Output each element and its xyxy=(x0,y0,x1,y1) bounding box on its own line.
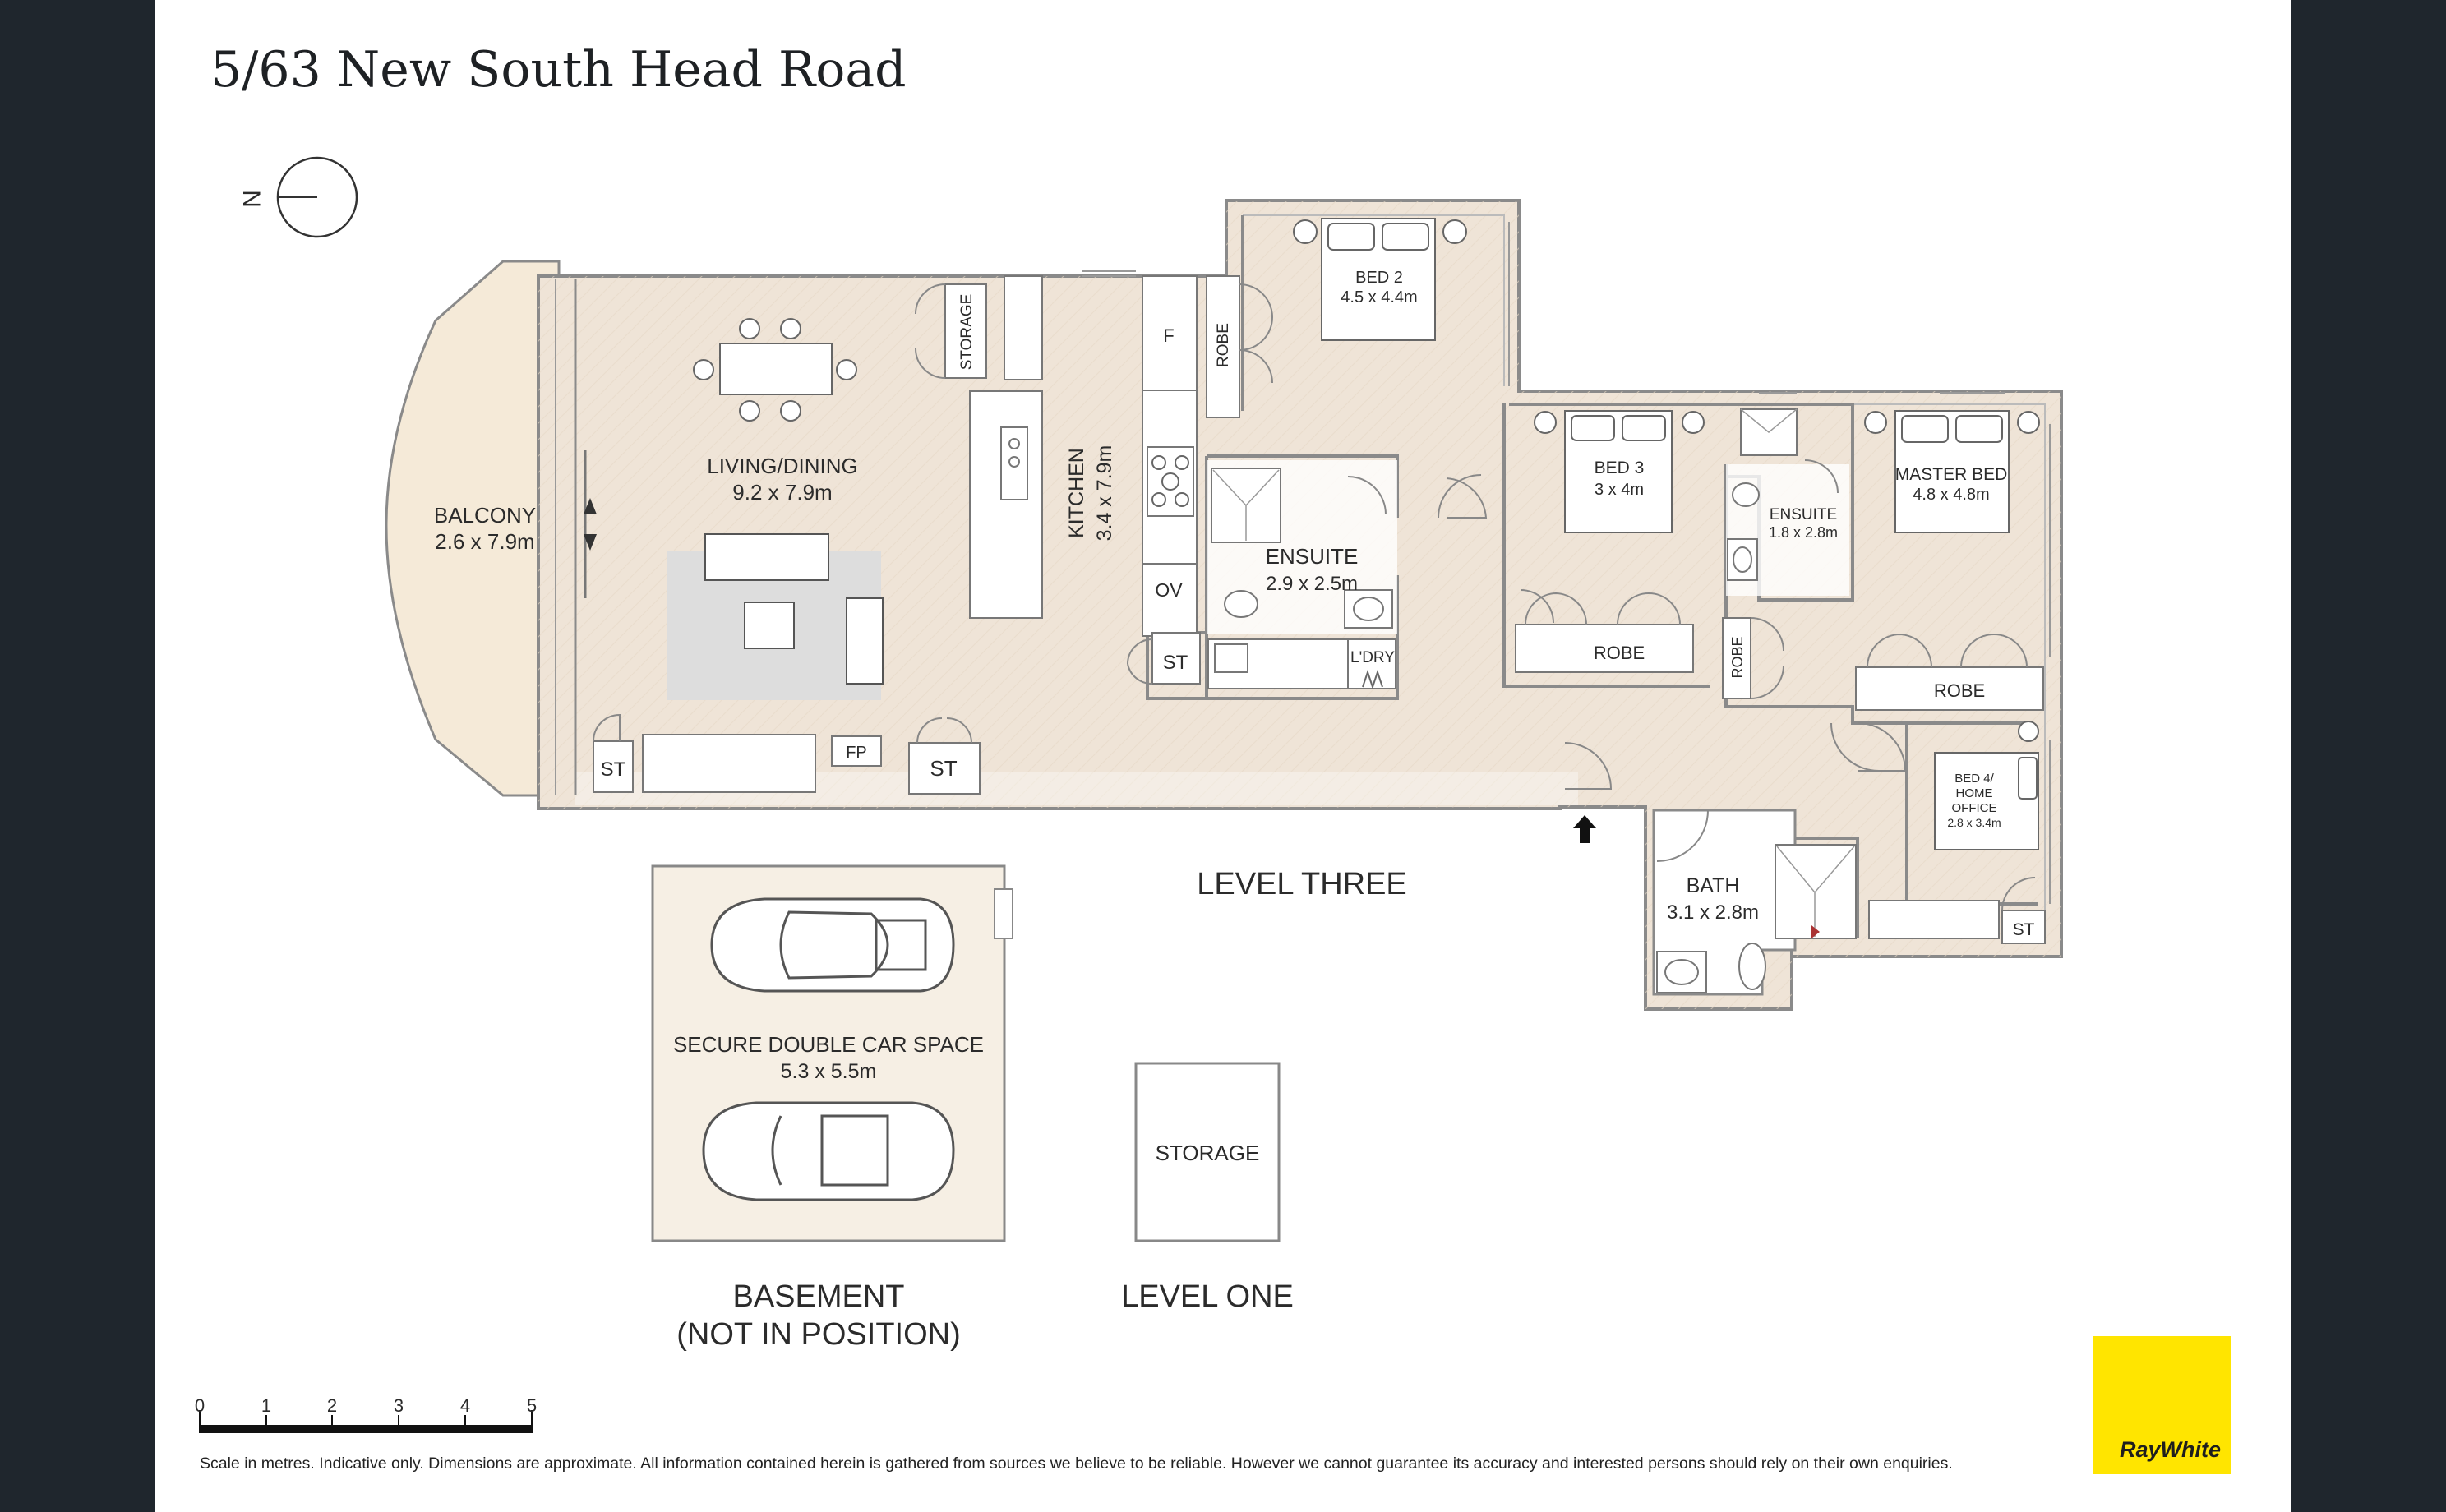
basement-note: (NOT IN POSITION) xyxy=(676,1317,961,1352)
north-compass-icon xyxy=(276,156,358,238)
scale-tick-4: 4 xyxy=(460,1395,470,1416)
bed4-line1: BED 4/ xyxy=(1954,772,1994,786)
bed3-size: 3 x 4m xyxy=(1595,481,1644,499)
sliding-door xyxy=(584,450,597,598)
bed-4-furniture xyxy=(1857,721,2046,944)
balcony-area xyxy=(385,260,561,797)
st-bed4-label: ST xyxy=(2013,920,2035,939)
scale-tick-0: 0 xyxy=(195,1395,205,1416)
bed2-size: 4.5 x 4.4m xyxy=(1341,288,1417,307)
bed-3-furniture xyxy=(1534,410,1705,533)
st-cupboard-kitchen xyxy=(1127,632,1201,685)
laundry xyxy=(1207,638,1396,690)
car-space-label: SECURE DOUBLE CAR SPACE xyxy=(673,1032,984,1057)
bed2-label: BED 2 xyxy=(1355,269,1403,287)
ldry-label: L'DRY xyxy=(1350,649,1395,666)
corridor-doors xyxy=(1438,474,1880,790)
f-label: F xyxy=(1163,325,1174,346)
ensuite2-label: ENSUITE xyxy=(1770,506,1837,523)
robe-corridor-label: ROBE xyxy=(1729,636,1746,678)
robe-master-label: ROBE xyxy=(1934,680,1985,701)
fp-label: FP xyxy=(846,744,867,762)
car-bottom xyxy=(702,1101,955,1201)
scale-tick-5: 5 xyxy=(527,1395,537,1416)
car-top xyxy=(710,897,955,993)
kitchen-size: 3.4 x 7.9m xyxy=(1093,445,1116,542)
st-kitchen-label: ST xyxy=(1163,652,1188,674)
living-label: LIVING/DINING xyxy=(707,454,857,478)
level-one-storage xyxy=(1134,1062,1281,1242)
raywhite-logo: RayWhite xyxy=(2093,1336,2231,1474)
basement-label: BASEMENT xyxy=(732,1279,904,1314)
living-bottom-cupboards xyxy=(593,713,981,795)
st-living-left-label: ST xyxy=(601,758,626,781)
robe-bed2 xyxy=(1206,275,1273,418)
bed4-line2: HOME xyxy=(1956,786,1993,800)
level-one-label: LEVEL ONE xyxy=(1121,1279,1294,1314)
entry-arrow xyxy=(1573,815,1596,843)
ensuite-2 xyxy=(1726,408,1849,596)
scale-tick-1: 1 xyxy=(261,1395,271,1416)
ensuite2-size: 1.8 x 2.8m xyxy=(1769,524,1838,541)
car-space-size: 5.3 x 5.5m xyxy=(781,1060,877,1083)
brand-name: RayWhite xyxy=(2119,1437,2221,1462)
robe-bed3 xyxy=(1515,589,1694,673)
ensuite-1 xyxy=(1207,460,1397,634)
ensuite1-label: ENSUITE xyxy=(1266,544,1359,569)
ensuite1-size: 2.9 x 2.5m xyxy=(1266,573,1358,595)
bed3-label: BED 3 xyxy=(1595,459,1645,477)
robe-corridor xyxy=(1722,617,1784,699)
robe-bed2-label: ROBE xyxy=(1215,323,1232,367)
master-size: 4.8 x 4.8m xyxy=(1913,486,1989,504)
scale-bar xyxy=(199,1410,533,1433)
storage-l1-label: STORAGE xyxy=(1156,1141,1260,1165)
bath-room xyxy=(1652,809,1857,996)
kitchen-bench xyxy=(1142,275,1198,637)
scale-tick-2: 2 xyxy=(327,1395,337,1416)
north-label: N xyxy=(238,190,265,208)
level-three-label: LEVEL THREE xyxy=(1197,867,1407,901)
bed-2-furniture xyxy=(1293,218,1488,519)
robe-master xyxy=(1855,634,2044,711)
dining-table xyxy=(693,318,857,422)
bed4-line3: OFFICE xyxy=(1952,801,1997,815)
living-size: 9.2 x 7.9m xyxy=(732,480,832,505)
st-living-right-label: ST xyxy=(930,756,957,781)
basement-car-space xyxy=(651,864,1013,1242)
page-title: 5/63 New South Head Road xyxy=(210,41,907,99)
robe-bed3-label: ROBE xyxy=(1594,643,1645,663)
bath-label: BATH xyxy=(1687,874,1740,897)
kitchen-island xyxy=(969,390,1043,619)
scale-tick-3: 3 xyxy=(394,1395,404,1416)
storage-living-label: STORAGE xyxy=(958,294,976,371)
kitchen-label: KITCHEN xyxy=(1065,448,1088,538)
bed4-size: 2.8 x 3.4m xyxy=(1947,816,2001,829)
master-bed-furniture xyxy=(1864,410,2040,533)
windows xyxy=(555,222,2051,904)
balcony-size: 2.6 x 7.9m xyxy=(435,529,534,554)
storage-cupboard xyxy=(915,275,1043,380)
ov-label: OV xyxy=(1155,579,1183,601)
bath-size: 3.1 x 2.8m xyxy=(1667,901,1759,924)
disclaimer-text: Scale in metres. Indicative only. Dimens… xyxy=(200,1454,1953,1473)
master-label: MASTER BED xyxy=(1895,465,2008,484)
balcony-label: BALCONY xyxy=(434,503,536,528)
lounge-setting xyxy=(667,533,884,700)
